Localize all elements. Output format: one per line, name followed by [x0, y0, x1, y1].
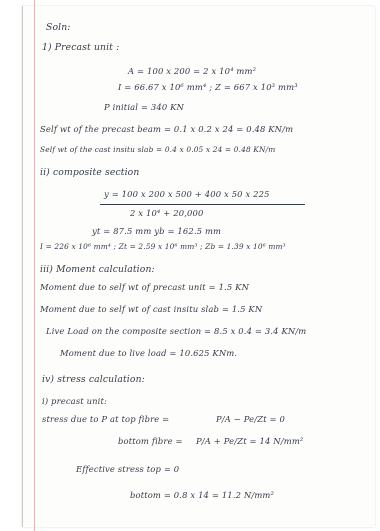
- ybar-denominator: 2 x 10⁴ + 20,000: [130, 208, 204, 218]
- stress-bottom-label: bottom fibre =: [118, 436, 183, 446]
- effective-stress-top: Effective stress top = 0: [76, 464, 180, 474]
- moment-cast-slab: Moment due to self wt of cast insitu sla…: [40, 304, 263, 314]
- ybar-numerator: y = 100 x 200 x 500 + 400 x 50 x 225: [104, 189, 270, 199]
- notebook-page: [22, 6, 375, 527]
- section-composite: ii) composite section: [40, 167, 140, 178]
- inertia-equation: I = 66.67 x 10⁶ mm⁴ ; Z = 667 x 10³ mm³: [118, 82, 298, 92]
- stress-top-formula: P/A − Pe/Zt = 0: [216, 414, 285, 424]
- moment-live-load: Moment due to live load = 10.625 KNm.: [60, 348, 238, 358]
- section-precast-unit: 1) Precast unit :: [42, 42, 120, 53]
- solution-heading: Soln:: [46, 22, 71, 33]
- moment-precast-unit: Moment due to self wt of precast unit = …: [40, 282, 250, 292]
- margin-line: [34, 0, 35, 531]
- effective-stress-bottom: bottom = 0.8 x 14 = 11.2 N/mm²: [130, 490, 275, 500]
- composite-inertia-moduli: I = 226 x 10⁶ mm⁴ ; Zt = 2.59 x 10⁶ mm³ …: [40, 242, 286, 251]
- section-moment-calculation: iii) Moment calculation:: [40, 264, 155, 275]
- section-stress-calculation: iv) stress calculation:: [42, 374, 145, 385]
- self-weight-cast-slab: Self wt of the cast insitu slab = 0.4 x …: [40, 145, 276, 154]
- yt-yb-values: yt = 87.5 mm yb = 162.5 mm: [92, 226, 222, 236]
- p-initial: P initial = 340 KN: [104, 102, 185, 112]
- stress-bottom-formula: P/A + Pe/Zt = 14 N/mm²: [196, 436, 304, 446]
- self-weight-precast-beam: Self wt of the precast beam = 0.1 x 0.2 …: [40, 124, 294, 134]
- ybar-fraction-bar: [100, 204, 305, 205]
- subsection-precast-unit: i) precast unit:: [42, 396, 107, 406]
- live-load-line: Live Load on the composite section = 8.5…: [46, 326, 307, 336]
- area-equation: A = 100 x 200 = 2 x 10⁴ mm²: [128, 66, 257, 76]
- stress-top-label: stress due to P at top fibre =: [42, 414, 170, 424]
